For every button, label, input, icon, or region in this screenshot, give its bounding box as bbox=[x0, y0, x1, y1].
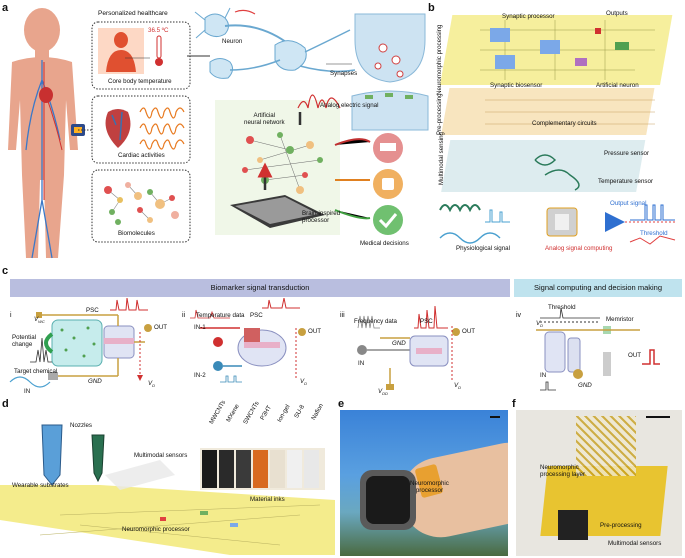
panel-label-a: a bbox=[2, 2, 9, 14]
cardiac-label: Cardiac activities bbox=[118, 152, 165, 159]
c-i-vwc-label: VWC bbox=[34, 316, 45, 325]
c-i-potential-label: Potential change bbox=[12, 334, 37, 349]
c-iv-threshold-label: Threshold bbox=[548, 304, 576, 311]
threshold-label: Threshold bbox=[640, 230, 668, 237]
smartwatch-screen bbox=[366, 476, 410, 524]
panel-label-e: e bbox=[338, 398, 345, 410]
e-neuromorphic-label: Neuromorphic processor bbox=[410, 480, 449, 495]
c-iii-vdd-label: VDD bbox=[378, 388, 388, 397]
wrist-photo bbox=[340, 410, 508, 556]
c-iii-vd-label: VD bbox=[454, 382, 462, 391]
processor-label: Brain-inspired processor bbox=[302, 210, 341, 225]
human-body-figure bbox=[8, 8, 85, 259]
scale-bar-e bbox=[490, 416, 500, 418]
synapses-label: Synapses bbox=[330, 70, 358, 77]
ann-label: Artificial neural network bbox=[244, 112, 285, 127]
c-i-gnd-label: GND bbox=[88, 378, 102, 385]
computing-header-bar: Signal computing and decision making bbox=[514, 279, 682, 297]
pre-processing-side-label: Pre-processing bbox=[436, 93, 443, 135]
material-inks-label: Material inks bbox=[250, 496, 285, 503]
complementary-circuits-label: Complementary circuits bbox=[532, 120, 597, 127]
c-ii-in2-label: IN-2 bbox=[194, 372, 206, 379]
c-ii-psc-label: PSC bbox=[250, 312, 263, 319]
c-iv-in-label: IN bbox=[540, 372, 547, 379]
c-i-numeral: i bbox=[10, 312, 12, 319]
biomarker-header-text: Biomarker signal transduction bbox=[210, 283, 310, 292]
analog-signal-label: Analog electric signal bbox=[320, 102, 379, 109]
f-pre-label: Pre-processing bbox=[600, 522, 642, 529]
physiological-signal-label: Physiological signal bbox=[456, 245, 510, 252]
neuromorphic-processing-side-label: Neuromorphic processing bbox=[436, 24, 443, 95]
c-iii-gnd-label: GND bbox=[392, 340, 406, 347]
nozzles-label: Nozzles bbox=[70, 422, 93, 429]
c-ii-vd-label: VD bbox=[300, 378, 308, 387]
pre-processing-chip bbox=[558, 510, 588, 540]
panel-b-graphics bbox=[439, 15, 676, 245]
c-i-in-label: IN bbox=[24, 388, 31, 395]
c-iv-memristor-label: Memristor bbox=[606, 316, 634, 323]
neuromorphic-processor-d-label: Neuromorphic processor bbox=[122, 526, 190, 533]
panel-label-c: c bbox=[2, 265, 9, 277]
core-temp-label: Core body temperature bbox=[108, 78, 172, 85]
panel-d-graphics bbox=[0, 424, 335, 555]
c-iii-freq-label: Frequency data bbox=[354, 318, 397, 325]
computing-header-text: Signal computing and decision making bbox=[534, 283, 662, 292]
c-iii-numeral: iii bbox=[340, 312, 345, 319]
c-iii-in-label: IN bbox=[358, 360, 365, 367]
artificial-neuron-label: Artificial neuron bbox=[596, 82, 639, 89]
neuron-label: Neuron bbox=[222, 38, 243, 45]
multimodal-sensors-label: Multimodal sensors bbox=[134, 452, 188, 459]
f-layer-label: Neuromorphic processing layer bbox=[540, 464, 586, 479]
scale-bar-f bbox=[646, 416, 670, 418]
temperature-sensor-label: Temperature sensor bbox=[598, 178, 654, 185]
c-iv-out-label: OUT bbox=[628, 352, 642, 359]
c-iv-numeral: iv bbox=[516, 312, 522, 319]
panel-label-b: b bbox=[428, 2, 435, 14]
biomarker-header-bar: Biomarker signal transduction bbox=[10, 279, 510, 297]
analog-computing-label: Analog signal computing bbox=[545, 245, 613, 252]
medical-decisions-label: Medical decisions bbox=[360, 240, 409, 247]
outputs-label: Outputs bbox=[606, 10, 628, 17]
panel-label-d: d bbox=[2, 398, 9, 410]
c-i-target-label: Target chemical bbox=[14, 368, 58, 375]
device-photo bbox=[516, 410, 682, 556]
c-i-vd-label: VD bbox=[148, 380, 156, 389]
c-iv-vd-label: VD bbox=[536, 320, 544, 329]
personalized-healthcare-label: Personalized healthcare bbox=[98, 10, 168, 17]
biomolecules-label: Biomolecules bbox=[118, 230, 155, 237]
synaptic-biosensor-label: Synaptic biosensor bbox=[490, 82, 543, 89]
f-sensors-label: Multimodal sensors bbox=[608, 540, 662, 547]
panel-a-graphics bbox=[8, 7, 429, 259]
wearable-substrates-label: Wearable substrates bbox=[12, 482, 69, 489]
c-iii-psc-label: PSC bbox=[420, 318, 433, 325]
c-iii-out-label: OUT bbox=[462, 328, 476, 335]
ribbon-traces bbox=[576, 416, 636, 476]
c-ii-numeral: ii bbox=[182, 312, 186, 319]
c-ii-temp-data-label: Temperature data bbox=[196, 312, 245, 319]
pressure-sensor-label: Pressure sensor bbox=[604, 150, 650, 157]
c-ii-in1-label: IN-1 bbox=[194, 324, 206, 331]
c-i-psc-label: PSC bbox=[86, 307, 99, 314]
multimodal-sensing-side-label: Multimodal sensing bbox=[438, 132, 445, 185]
panel-label-f: f bbox=[512, 398, 516, 410]
c-iv-gnd-label: GND bbox=[578, 382, 592, 389]
c-ii-out-label: OUT bbox=[308, 328, 322, 335]
panel-c-graphics bbox=[9, 298, 660, 391]
synaptic-processor-label: Synaptic processor bbox=[502, 13, 555, 20]
core-temp-value: 36.5 ºC bbox=[148, 27, 169, 34]
output-signal-label: Output signal bbox=[610, 200, 647, 207]
c-i-out-label: OUT bbox=[154, 324, 168, 331]
